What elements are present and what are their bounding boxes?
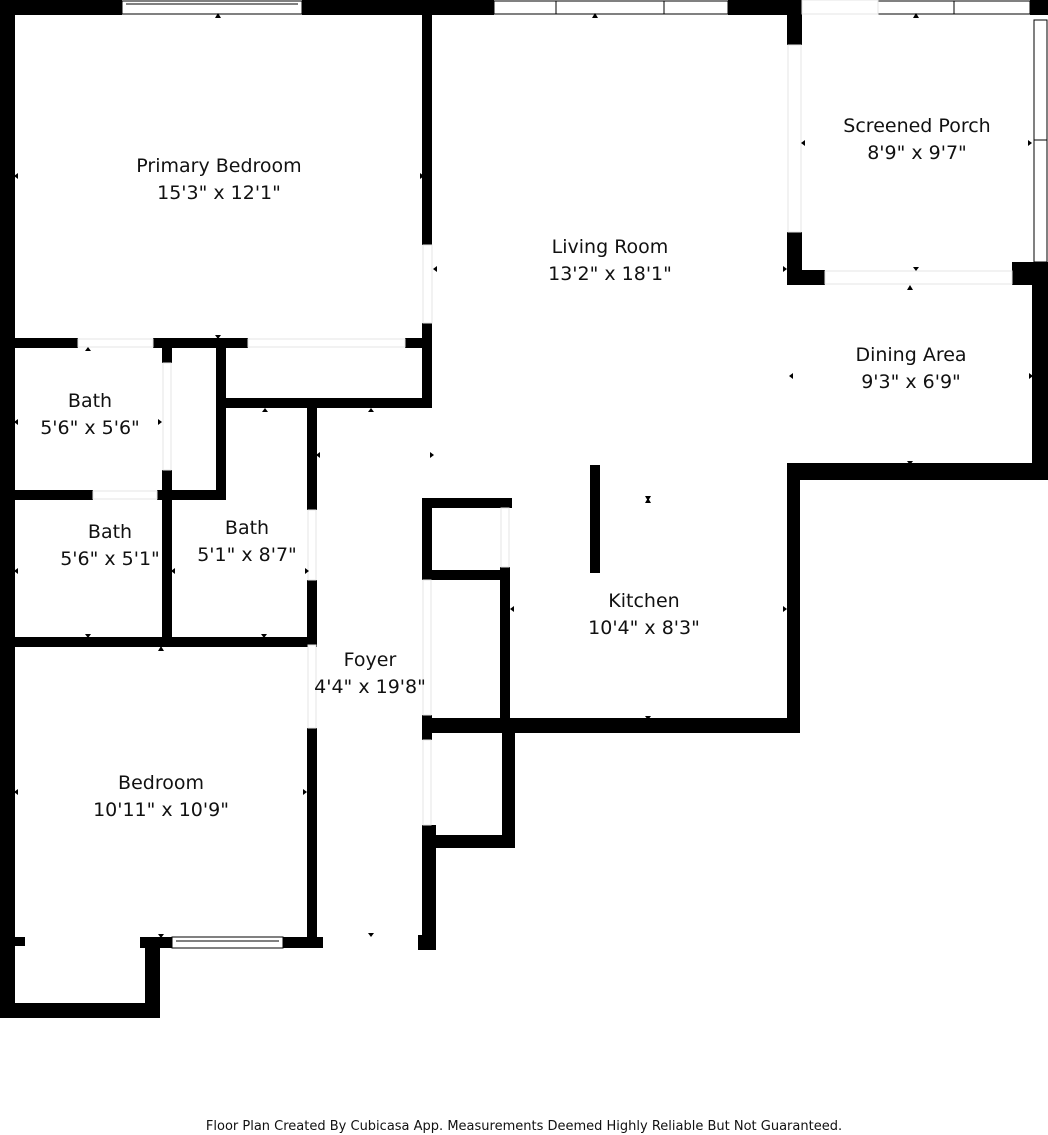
room-primary-bedroom: Primary Bedroom 15'3" x 12'1" bbox=[136, 153, 301, 207]
room-name: Bath bbox=[224, 517, 270, 539]
room-dimensions: 13'2" x 18'1" bbox=[548, 263, 672, 285]
room-dining-area: Dining Area 9'3" x 6'9" bbox=[855, 342, 966, 396]
room-bedroom: Bedroom 10'11" x 10'9" bbox=[93, 770, 229, 824]
room-bath-1: Bath 5'6" x 5'6" bbox=[40, 388, 140, 442]
room-name: Bath bbox=[67, 390, 113, 412]
room-dimensions: 9'3" x 6'9" bbox=[861, 371, 961, 393]
room-dimensions: 8'9" x 9'7" bbox=[867, 142, 967, 164]
dimension-markers bbox=[14, 13, 1033, 938]
room-dimensions: 5'6" x 5'1" bbox=[60, 548, 160, 570]
footer-disclaimer: Floor Plan Created By Cubicasa App. Meas… bbox=[205, 1119, 843, 1134]
room-name: Bath bbox=[87, 521, 133, 543]
room-bath-2: Bath 5'6" x 5'1" bbox=[60, 519, 160, 573]
room-living-room: Living Room 13'2" x 18'1" bbox=[548, 234, 672, 288]
room-name: Living Room bbox=[551, 236, 669, 258]
room-dimensions: 5'1" x 8'7" bbox=[197, 544, 297, 566]
room-dimensions: 5'6" x 5'6" bbox=[40, 417, 140, 439]
room-name: Foyer bbox=[343, 649, 397, 671]
room-name: Primary Bedroom bbox=[136, 155, 302, 177]
room-name: Screened Porch bbox=[843, 115, 991, 137]
room-bath-3: Bath 5'1" x 8'7" bbox=[197, 515, 297, 569]
room-name: Dining Area bbox=[855, 344, 967, 366]
room-screened-porch: Screened Porch 8'9" x 9'7" bbox=[843, 113, 990, 167]
room-name: Bedroom bbox=[118, 772, 204, 794]
room-foyer: Foyer 4'4" x 19'8" bbox=[314, 647, 426, 701]
room-kitchen: Kitchen 10'4" x 8'3" bbox=[588, 588, 700, 642]
room-dimensions: 10'11" x 10'9" bbox=[93, 799, 229, 821]
openings bbox=[77, 0, 1013, 826]
room-dimensions: 4'4" x 19'8" bbox=[314, 676, 426, 698]
walls bbox=[0, 0, 1048, 1018]
room-dimensions: 15'3" x 12'1" bbox=[157, 182, 281, 204]
room-dimensions: 10'4" x 8'3" bbox=[588, 617, 700, 639]
room-name: Kitchen bbox=[608, 590, 680, 612]
windows bbox=[121, 0, 1048, 949]
